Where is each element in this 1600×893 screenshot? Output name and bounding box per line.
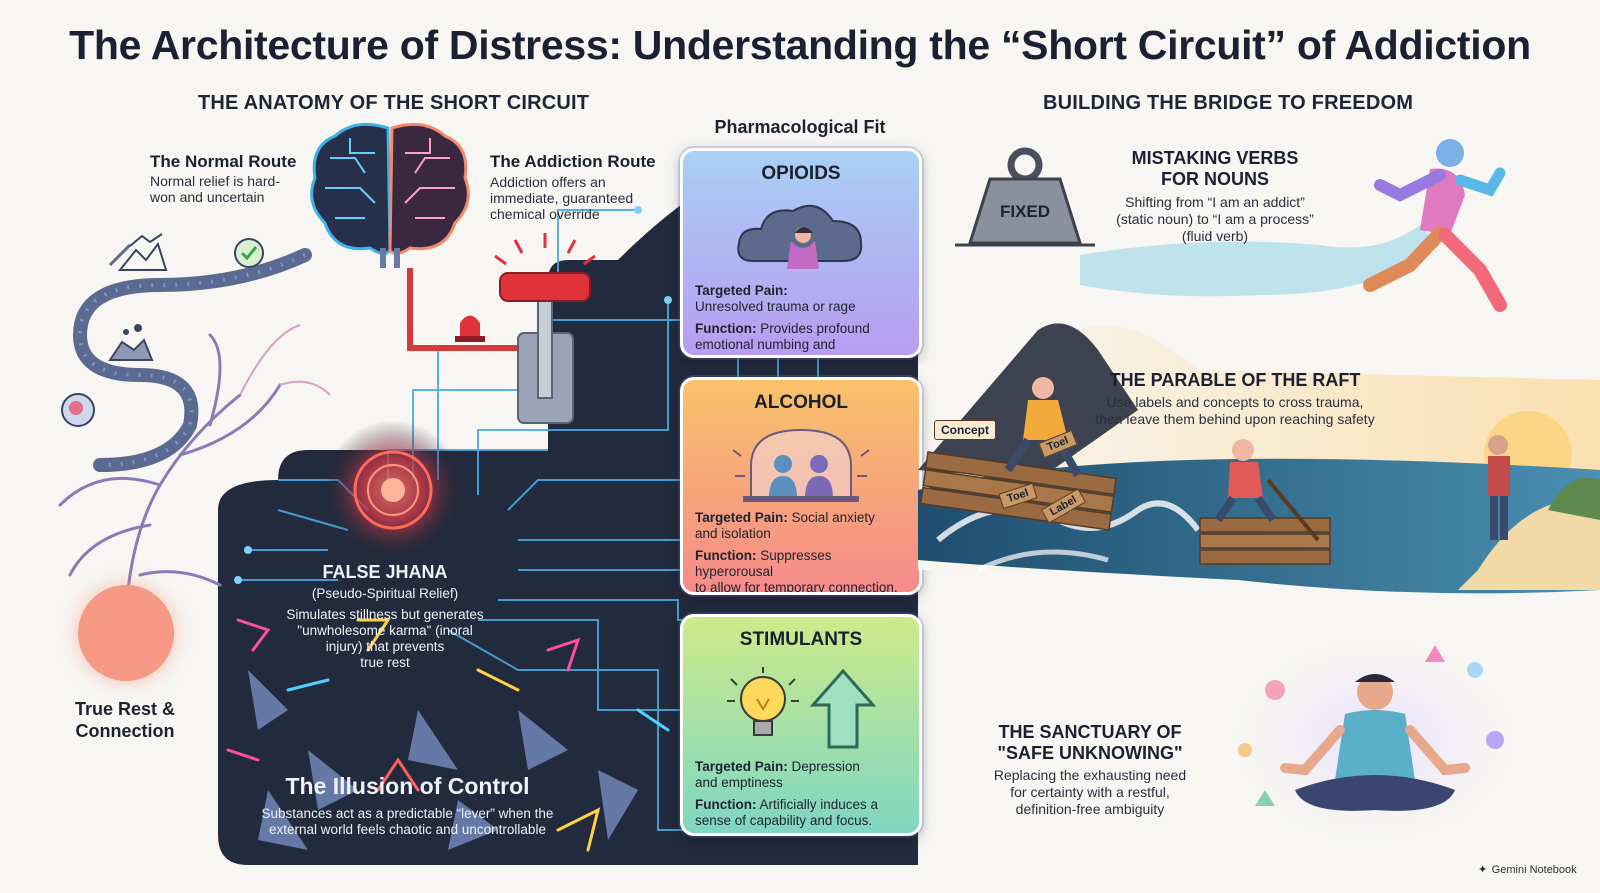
page-title: The Architecture of Distress: Understand… [69,22,1531,68]
runner-figure [1080,139,1507,312]
addiction-route-desc-2: immediate, guaranteed [490,190,634,206]
stimulants-pain-label: Targeted Pain: [695,759,788,774]
raft-desc-1: Use labels and concepts to cross trauma, [1106,394,1364,410]
stimulants-function-text-2: sense of capability and focus. [695,813,873,828]
false-jhana-desc-4: true rest [360,655,410,670]
sanctuary-title-1: THE SANCTUARY OF [998,722,1182,742]
stimulants-title: STIMULANTS [739,629,863,650]
verbs-desc-3: (fluid verb) [1181,228,1249,244]
card-opioids: OPIOIDS Targeted Pain: Unresolved trauma… [680,148,922,358]
normal-route-desc-2: won and uncertain [150,189,265,205]
opioids-function-label: Function: [695,321,757,336]
raft-desc-2: then leave them behind upon reaching saf… [1095,411,1375,427]
brand-mark: ✦ Gemini Notebook [1478,860,1577,878]
weight-icon [955,147,1095,247]
true-rest-line-1: True Rest & [74,699,176,719]
addiction-route-title: The Addiction Route [490,152,656,171]
verbs-desc-2: (static noun) to “I am a process” [1116,211,1314,227]
rocks-icon [108,324,154,361]
false-jhana-block: FALSE JHANA (Pseudo-Spiritual Relief) Si… [285,562,485,671]
spark-icon: ✦ [1478,864,1488,876]
illusion-title: The Illusion of Control [285,773,530,799]
alcohol-function-label: Function: [695,548,757,563]
false-jhana-subtitle: (Pseudo-Spiritual Relief) [311,586,459,601]
opioids-body: Targeted Pain: Unresolved trauma or rage… [695,283,911,355]
brain-icon [310,122,470,268]
sanctuary-title-2: "SAFE UNKNOWING" [997,743,1183,763]
raft-title: THE PARABLE OF THE RAFT [1109,370,1361,390]
stimulants-pain-text: Depression [791,759,860,774]
false-jhana-desc-2: "unwholesome karma" (inoral [297,623,473,638]
tag-concept: Concept [934,420,996,440]
meditation-figure [1215,630,1525,855]
opioids-function-text-2: emotional numbing and containment. [695,337,836,355]
true-rest-line-2: Connection [75,721,175,741]
stimulants-pain-text-2: and emptiness [695,775,783,790]
sanctuary-desc-3: definition-free ambiguity [1015,801,1165,817]
check-icon [234,238,264,268]
alcohol-body: Targeted Pain: Social anxiety and isolat… [695,510,911,595]
alcohol-function-text-1: Suppresses hyperorousal [695,548,832,579]
raft-block: THE PARABLE OF THE RAFT Use labels and c… [1085,370,1385,428]
false-jhana-desc-3: injury) that prevents [325,639,445,654]
stimulants-function-label: Function: [695,797,757,812]
mountain-trend-icon [118,233,168,271]
alcohol-title: ALCOHOL [754,392,848,413]
alcohol-pain-label: Targeted Pain: [695,510,788,525]
sea-scene [918,323,1600,594]
bridge-heading: BUILDING THE BRIDGE TO FREEDOM [1043,92,1414,114]
true-rest-orb [78,585,174,681]
illusion-desc: Substances act as a predictable “lever” … [240,806,575,838]
false-jhana-desc-1: Simulates stillness but generates [286,607,484,622]
card-alcohol: ALCOHOL Targeted Pain: Social anxiety an… [680,377,922,595]
opioids-pain-text: Unresolved trauma or rage [695,299,856,314]
normal-route-title: The Normal Route [150,152,297,171]
illusion-block: The Illusion of Control Substances act a… [240,773,575,838]
brand-label: Gemini Notebook [1491,864,1577,876]
normal-route-desc-1: Normal relief is hard- [150,173,280,189]
illusion-desc-1: Substances act as a predictable “lever” … [261,806,554,821]
anatomy-heading: THE ANATOMY OF THE SHORT CIRCUIT [198,92,590,114]
verbs-block: MISTAKING VERBS FOR NOUNS Shifting from … [1105,148,1325,245]
pharmacological-heading: Pharmacological Fit [714,117,886,137]
lever-icon [407,233,596,424]
card-stimulants: STIMULANTS Targeted Pain: Depression and… [680,614,922,836]
cloud-person-icon [737,204,863,269]
alcohol-pain-text: Social anxiety [791,510,875,525]
bulb-arrow-icon [727,667,877,749]
opioids-title: OPIOIDS [761,163,841,184]
normal-route-path [58,243,331,647]
false-jhana-desc: Simulates stillness but generates "unwho… [285,607,485,671]
head-icon [61,393,95,427]
stimulants-function-text-1: Artificially induces a [759,797,879,812]
alcohol-function-text-2: to allow for temporary connection. [695,580,898,595]
stimulants-body: Targeted Pain: Depression and emptiness … [695,759,911,829]
opioids-function-text-1: Provides profound [760,321,870,336]
sanctuary-desc-1: Replacing the exhausting need [993,767,1187,783]
weight-label: FIXED [999,202,1051,221]
opioids-pain-label: Targeted Pain: [695,283,788,298]
true-rest-label: True Rest & Connection [60,698,190,742]
alcohol-pain-text-2: and isolation [695,526,771,541]
bell-jar-icon [732,428,870,502]
verbs-desc-1: Shifting from “I am an addict” [1125,194,1305,210]
sanctuary-block: THE SANCTUARY OF "SAFE UNKNOWING" Replac… [990,722,1190,818]
illusion-desc-2: external world feels chaotic and uncontr… [269,822,546,837]
addiction-route-desc-1: Addiction offers an [490,174,606,190]
sanctuary-desc-2: for certainty with a restful, [1010,784,1170,800]
verbs-title-1: MISTAKING VERBS [1131,148,1299,168]
verbs-title-2: FOR NOUNS [1161,169,1269,189]
false-jhana-title: FALSE JHANA [322,562,448,582]
addiction-route-desc-3: chemical override [490,206,600,222]
